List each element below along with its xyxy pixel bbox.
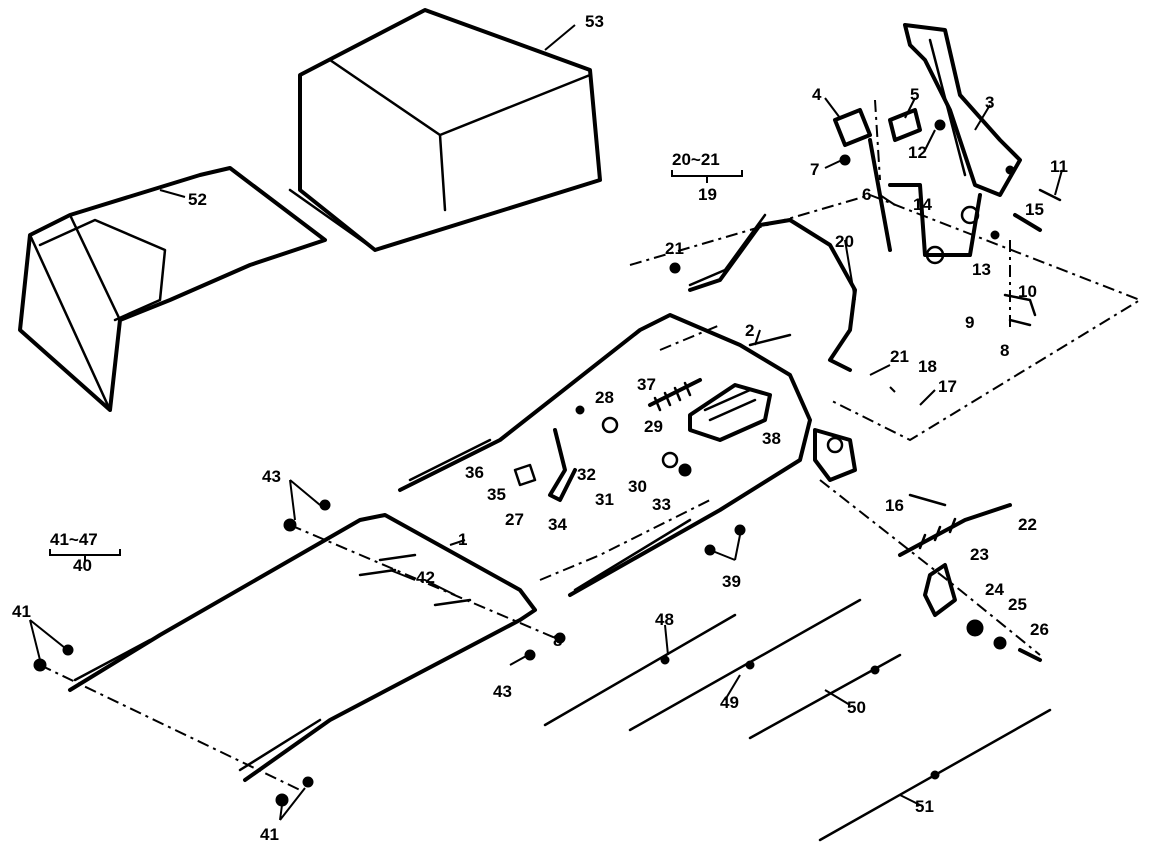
label-26: 26 xyxy=(1030,620,1049,639)
cam-plate-part-23 xyxy=(923,563,1042,662)
cable-bracket-part-38 xyxy=(688,383,772,442)
label-9: 9 xyxy=(965,313,974,332)
label-43a: 43 xyxy=(262,467,281,486)
middle-handle-part-2 xyxy=(398,313,812,597)
label-19-range: 20~21 xyxy=(672,150,720,169)
label-28: 28 xyxy=(595,388,614,407)
pivot-bracket-part-16 xyxy=(813,428,947,507)
label-39: 39 xyxy=(722,572,741,591)
label-52: 52 xyxy=(188,190,207,209)
lever-bracket-part-14 xyxy=(888,183,982,265)
label-33: 33 xyxy=(652,495,671,514)
lower-handle-part-1 xyxy=(68,513,537,782)
range-brackets xyxy=(49,170,743,562)
label-29: 29 xyxy=(644,417,663,436)
cable-part-48 xyxy=(543,613,737,727)
label-35: 35 xyxy=(487,485,506,504)
label-53: 53 xyxy=(585,12,604,31)
label-49: 49 xyxy=(720,693,739,712)
handle-knobs-parts-41-43 xyxy=(33,499,746,807)
label-36: 36 xyxy=(465,463,484,482)
label-51: 51 xyxy=(915,797,934,816)
leader-lines xyxy=(29,24,1063,821)
label-42: 42 xyxy=(416,568,435,587)
spring-part-37 xyxy=(648,378,702,412)
label-6: 6 xyxy=(862,185,871,204)
small-hardware-parts xyxy=(839,119,1062,327)
label-37: 37 xyxy=(637,375,656,394)
assembly-lines xyxy=(39,99,1143,791)
label-27: 27 xyxy=(505,510,524,529)
label-25: 25 xyxy=(1008,595,1027,614)
blade-control-lever-parts xyxy=(513,405,692,502)
label-8a: 8 xyxy=(1000,341,1009,360)
label-20: 20 xyxy=(835,232,854,251)
cable-part-51 xyxy=(818,708,1052,842)
label-43b: 43 xyxy=(493,682,512,701)
cable-part-49 xyxy=(628,598,862,732)
upper-handle-part-20 xyxy=(669,213,857,372)
label-8b: 8 xyxy=(553,631,562,650)
label-5: 5 xyxy=(910,85,919,104)
label-24: 24 xyxy=(985,580,1004,599)
label-2: 2 xyxy=(745,321,754,340)
grass-bag-cover-part-53 xyxy=(288,8,602,252)
label-10: 10 xyxy=(1018,282,1037,301)
clip-part-5 xyxy=(888,108,922,142)
label-41b: 41 xyxy=(260,825,279,844)
label-32: 32 xyxy=(577,465,596,484)
label-3: 3 xyxy=(985,93,994,112)
label-4: 4 xyxy=(812,85,822,104)
label-16: 16 xyxy=(885,496,904,515)
knob-part-4 xyxy=(833,108,872,147)
label-31: 31 xyxy=(595,490,614,509)
label-11: 11 xyxy=(1050,157,1068,176)
label-50: 50 xyxy=(847,698,866,717)
label-1: 1 xyxy=(458,530,467,549)
label-7: 7 xyxy=(810,160,819,179)
label-38: 38 xyxy=(762,429,781,448)
label-34: 34 xyxy=(548,515,567,534)
label-15: 15 xyxy=(1025,200,1044,219)
label-40-range: 41~47 xyxy=(50,530,98,549)
part-labels: 53 52 3 4 5 7 12 11 6 15 14 13 10 9 8 20… xyxy=(12,12,1068,844)
spring-part-22 xyxy=(898,503,1012,557)
label-21a: 21 xyxy=(665,239,684,258)
label-12: 12 xyxy=(908,143,927,162)
label-14: 14 xyxy=(913,195,932,214)
label-13: 13 xyxy=(972,260,991,279)
label-19: 19 xyxy=(698,185,717,204)
label-30: 30 xyxy=(628,477,647,496)
label-18: 18 xyxy=(918,357,937,376)
label-40: 40 xyxy=(73,556,92,575)
cable-part-50 xyxy=(748,653,902,740)
control-lever-part-3 xyxy=(903,23,1022,197)
label-21b: 21 xyxy=(890,347,909,366)
label-17: 17 xyxy=(938,377,957,396)
label-22: 22 xyxy=(1018,515,1037,534)
label-41a: 41 xyxy=(12,602,31,621)
grass-bag-frame-part-52 xyxy=(18,166,327,412)
label-23: 23 xyxy=(970,545,989,564)
label-48: 48 xyxy=(655,610,674,629)
